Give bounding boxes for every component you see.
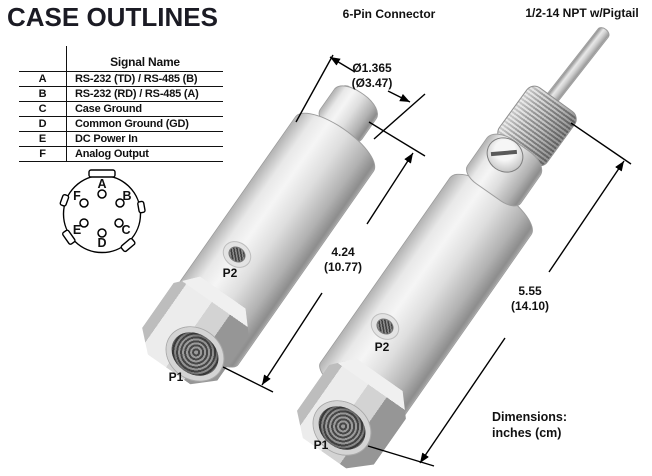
table-row: D Common Ground (GD) [19, 116, 223, 132]
pin-label-a: A [97, 177, 106, 191]
connector-face-diagram: A B C D E F [59, 169, 146, 254]
npt-pigtail-label: 1/2-14 NPT w/Pigtail [525, 6, 639, 20]
left-p1-label: P1 [168, 370, 184, 384]
signal-cell: RS-232 (RD) / RS-485 (A) [66, 86, 223, 102]
pin-label-d: D [97, 236, 106, 250]
right-height-dim-line-upper [548, 160, 625, 273]
diameter-dim-line-lower [387, 90, 411, 103]
left-p2-label: P2 [222, 266, 238, 280]
left-height-top-extension-line [368, 121, 426, 157]
table-header-pin-cell [19, 46, 67, 72]
pin-hole-a [97, 189, 107, 199]
right-p1-label: P1 [313, 438, 329, 452]
units-note: Dimensions: inches (cm) [492, 409, 567, 441]
left-p2-vent-screen [225, 243, 249, 266]
pin-cell: A [19, 71, 67, 87]
six-pin-connector-label: 6-Pin Connector [342, 7, 436, 21]
signal-cell: Analog Output [66, 146, 223, 162]
right-height-top-extension-line [570, 122, 632, 165]
left-height-dimension: 4.24 (10.77) [297, 245, 389, 275]
right-p2-label: P2 [374, 340, 390, 354]
table-row: A RS-232 (TD) / RS-485 (B) [19, 71, 223, 87]
table-row: E DC Power In [19, 131, 223, 147]
screw-slot [490, 149, 518, 157]
right-height-cm: (14.10) [510, 299, 550, 313]
right-p2-vent-screen [373, 315, 397, 338]
signal-cell: Common Ground (GD) [66, 116, 223, 132]
table-row: B RS-232 (RD) / RS-485 (A) [19, 86, 223, 102]
pin-label-f: F [73, 189, 81, 203]
left-height-inches: 4.24 [331, 245, 355, 259]
connector-key-tabs [59, 169, 146, 253]
pin-hole-f [79, 198, 89, 208]
pin-hole-b [115, 198, 125, 208]
pin-label-c: C [121, 223, 130, 237]
pin-label-b: B [122, 189, 131, 203]
signal-cell: DC Power In [66, 131, 223, 147]
signal-table: Signal Name A RS-232 (TD) / RS-485 (B) B… [19, 46, 223, 162]
pin-hole-d [97, 228, 107, 238]
pin-hole-c [114, 218, 124, 228]
pin-label-e: E [73, 223, 81, 237]
table-row: F Analog Output [19, 146, 223, 162]
table-header-signal: Signal Name [66, 46, 223, 72]
diameter-cm: (Ø3.47) [351, 76, 393, 90]
pin-cell: B [19, 86, 67, 102]
signal-cell: Case Ground [66, 101, 223, 117]
units-note-line1: Dimensions: [492, 410, 568, 424]
table-row: C Case Ground [19, 101, 223, 117]
right-height-inches: 5.55 [518, 284, 542, 298]
page-title: CASE OUTLINES [7, 2, 218, 32]
connector-diameter-dimension: Ø1.365 (Ø3.47) [326, 61, 418, 91]
left-height-bottom-extension-line [222, 366, 274, 393]
signal-cell: RS-232 (TD) / RS-485 (B) [66, 71, 223, 87]
pin-cell: D [19, 116, 67, 132]
pin-cell: F [19, 146, 67, 162]
left-height-cm: (10.77) [323, 260, 363, 274]
pin-cell: C [19, 101, 67, 117]
diameter-inches: Ø1.365 [352, 61, 392, 75]
right-height-dimension: 5.55 (14.10) [484, 284, 576, 314]
diameter-extension-line-right [373, 93, 426, 140]
units-note-line2: inches (cm) [492, 426, 562, 440]
connector-pin-holes [79, 189, 125, 238]
pin-hole-e [79, 218, 89, 228]
pin-cell: E [19, 131, 67, 147]
table-header-row: Signal Name [19, 46, 223, 72]
